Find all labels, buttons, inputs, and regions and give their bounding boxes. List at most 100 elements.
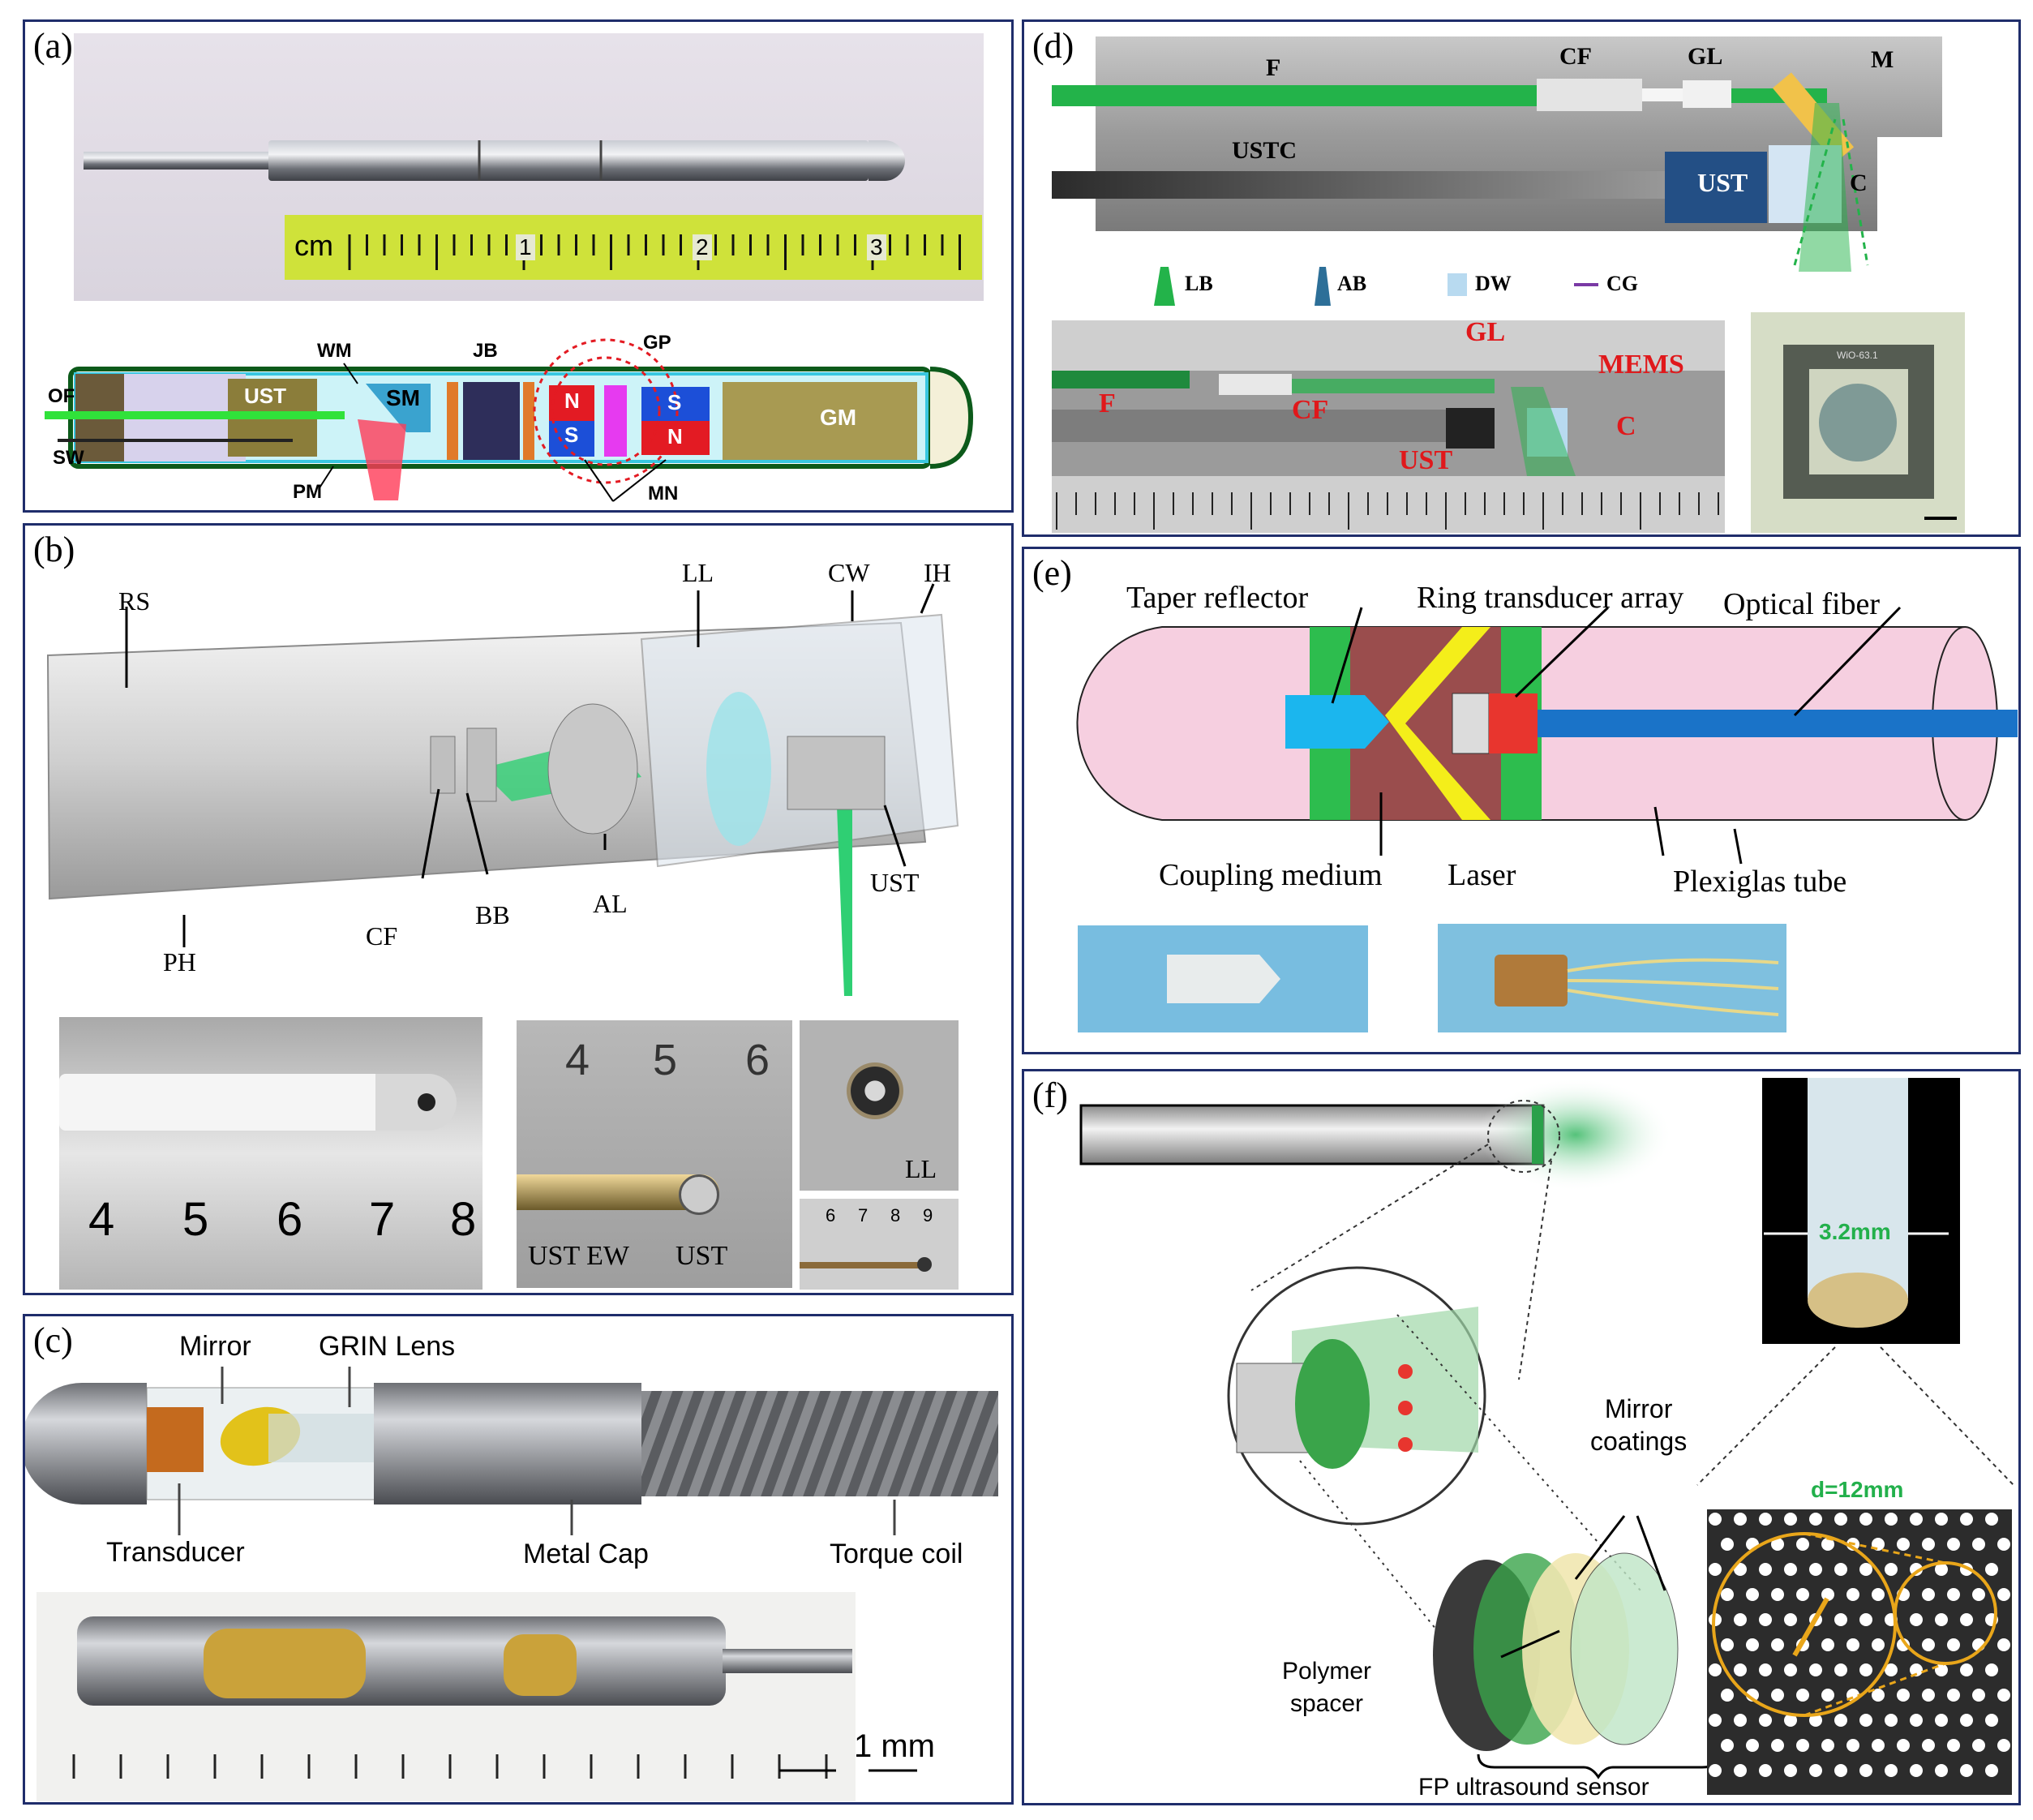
fiber-core-dot xyxy=(1872,1689,1885,1702)
laser-out-b xyxy=(836,785,852,996)
fiber-core-dot xyxy=(1821,1689,1834,1702)
photo-b1-tick-8: 8 xyxy=(450,1193,477,1246)
fiber-core-dot xyxy=(1960,1764,1973,1777)
fiber-core-dot xyxy=(1709,1764,1722,1777)
fiber-core-dot xyxy=(1809,1714,1822,1727)
fiber-core-dot xyxy=(1859,1714,1872,1727)
fiber-core-dot xyxy=(1859,1613,1872,1626)
fiber-core-dot xyxy=(1935,1714,1948,1727)
fiber-core-dot xyxy=(1709,1563,1722,1576)
legend-cg: CG xyxy=(1606,272,1638,295)
label-metal-cap: Metal Cap xyxy=(523,1539,649,1569)
fiber-core-dot xyxy=(1759,1714,1772,1727)
label-s1: S xyxy=(564,423,579,447)
chip-text: WiO-63.1 xyxy=(1837,350,1878,361)
fiber-core-dot xyxy=(1734,1764,1747,1777)
fiber-core-dot xyxy=(1784,1613,1797,1626)
fiber-core-dot xyxy=(1859,1563,1872,1576)
label-ust: UST xyxy=(244,384,286,408)
fiber-core-dot xyxy=(1859,1513,1872,1526)
label-gl-d: GL xyxy=(1688,43,1723,70)
fiber-core-dot xyxy=(1997,1739,2010,1752)
label-ust-d: UST xyxy=(1697,168,1748,197)
fiber-core-dot xyxy=(1960,1663,1973,1676)
photo-b1-tick-7: 7 xyxy=(369,1193,396,1246)
liquid-lens-b xyxy=(706,692,771,846)
fiber-core-dot xyxy=(1809,1764,1822,1777)
legend-lb: LB xyxy=(1185,272,1213,295)
label-ustc-d: USTC xyxy=(1232,137,1297,164)
scanning-mirror-a xyxy=(366,384,431,432)
fiber-core-dot xyxy=(1910,1613,1923,1626)
label-optical-fiber: Optical fiber xyxy=(1723,587,1881,621)
label-mn: MN xyxy=(648,483,679,504)
fiber-core-dot xyxy=(1972,1689,1985,1702)
ruler-tick-2: 2 xyxy=(693,234,712,260)
fiber-core-dot xyxy=(1709,1513,1722,1526)
fiber-core-dot xyxy=(1734,1563,1747,1576)
label-n1: N xyxy=(564,388,580,413)
fiber-core-dot xyxy=(1985,1764,1998,1777)
photo-b4-tick-6: 6 xyxy=(826,1205,836,1225)
fiber-core-dot xyxy=(1834,1764,1847,1777)
panel-a-label: (a) xyxy=(33,26,73,66)
fiber-core-dot xyxy=(1834,1513,1847,1526)
fiber-core-dot xyxy=(1721,1739,1734,1752)
panel-a: (a) xyxy=(23,19,1014,513)
fiber-core-dot xyxy=(1784,1714,1797,1727)
metal-cap-c xyxy=(374,1383,641,1505)
fiber-core-dot xyxy=(1922,1638,1935,1651)
fiber-core-dot xyxy=(1922,1588,1935,1601)
transducer-c xyxy=(147,1407,204,1472)
legend-dw: DW xyxy=(1475,272,1512,295)
fiber-core-dot xyxy=(1922,1689,1935,1702)
fiber-core-dot xyxy=(1872,1638,1885,1651)
fiber-core-dot xyxy=(1734,1714,1747,1727)
label-ph: PH xyxy=(163,947,196,977)
fiber-core-dot xyxy=(1746,1638,1759,1651)
fiber-core-dot xyxy=(1872,1588,1885,1601)
fiber-core-dot xyxy=(1947,1689,1960,1702)
fiber-core-dot xyxy=(1771,1689,1784,1702)
fiber-core-dot xyxy=(1985,1663,1998,1676)
label-sm: SM xyxy=(386,385,420,410)
fiber-core-dot xyxy=(1846,1739,1859,1752)
label-diameter: 3.2mm xyxy=(1819,1219,1891,1244)
panel-c-graphic xyxy=(25,1367,998,1801)
label-c-d: C xyxy=(1850,170,1868,196)
fiber-core-dot xyxy=(1897,1739,1910,1752)
label-ust-b: UST xyxy=(870,868,920,897)
fiber-core-dot xyxy=(1759,1764,1772,1777)
fiber-bundle-face xyxy=(1295,1339,1370,1469)
fiber-core-dot xyxy=(1709,1714,1722,1727)
photo-label-cf: CF xyxy=(1292,395,1329,425)
laser-beam-a xyxy=(358,419,406,500)
photo-label-gl: GL xyxy=(1465,317,1506,347)
panel-e-graphic xyxy=(1076,606,2018,1032)
fiber-core-dot xyxy=(1746,1739,1759,1752)
fiber-core-dot xyxy=(1910,1563,1923,1576)
label-transducer: Transducer xyxy=(106,1537,245,1568)
photo-b2-tick-6: 6 xyxy=(745,1036,770,1084)
fiber-core-dot xyxy=(1796,1588,1809,1601)
fiber-core-dot xyxy=(1960,1613,1973,1626)
acoustic-beam-icon xyxy=(1315,267,1331,306)
fiber-core-dot xyxy=(1972,1739,1985,1752)
mems-mirror-plate xyxy=(1819,384,1897,461)
fiber-core-dot xyxy=(1972,1588,1985,1601)
fiber-core-dot xyxy=(1935,1563,1948,1576)
label-cw: CW xyxy=(828,558,870,587)
fiber-core-dot xyxy=(1834,1663,1847,1676)
label-coupling-medium: Coupling medium xyxy=(1159,858,1383,892)
fiber-core-dot xyxy=(1947,1638,1960,1651)
photo-b1-tick-4: 4 xyxy=(88,1193,115,1246)
label-al: AL xyxy=(593,889,628,918)
fiber-core-dot xyxy=(1784,1513,1797,1526)
fiber-core-dot xyxy=(1809,1563,1822,1576)
fiber-core-dot xyxy=(1784,1663,1797,1676)
gm-a xyxy=(723,382,917,460)
fiber-core-dot xyxy=(1809,1663,1822,1676)
cf-d xyxy=(1537,79,1642,111)
photo-b2-tick-4: 4 xyxy=(565,1036,590,1084)
photo-b2-tick-5: 5 xyxy=(653,1036,678,1084)
